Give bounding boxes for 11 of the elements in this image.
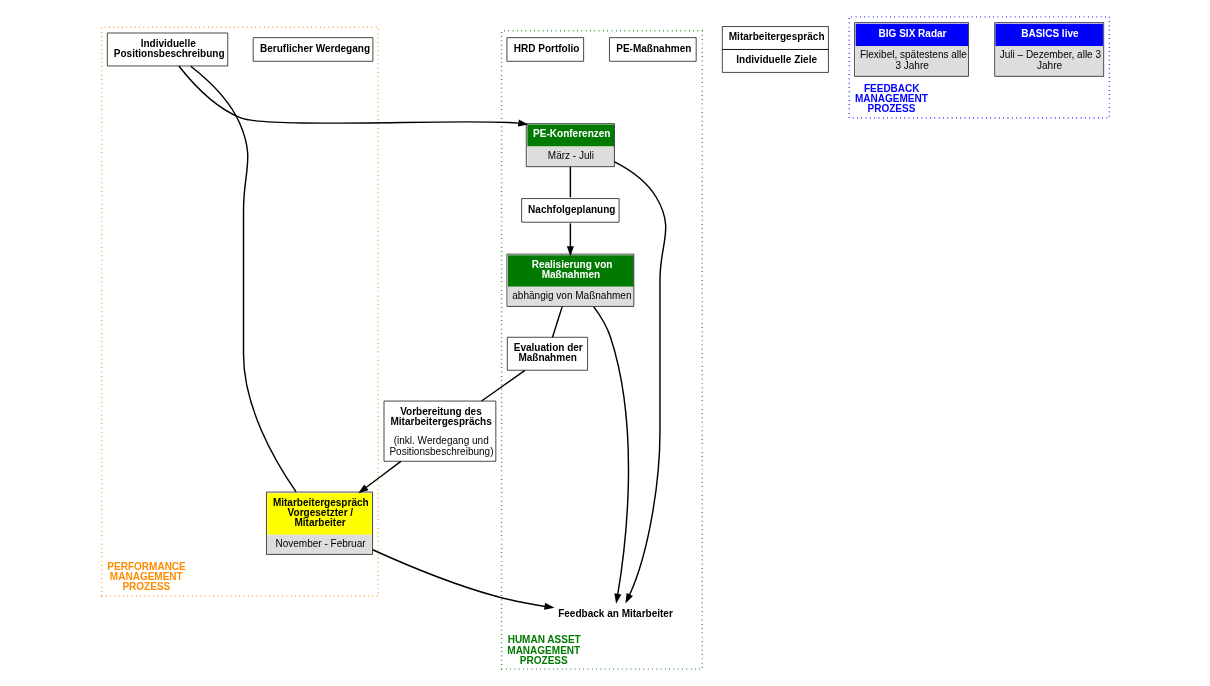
arrow bbox=[177, 65, 528, 127]
node-text: Feedback an Mitarbeiter bbox=[557, 607, 673, 619]
arrow bbox=[592, 305, 629, 604]
arrow bbox=[566, 222, 574, 257]
arrow bbox=[357, 460, 402, 494]
arrow bbox=[613, 161, 666, 604]
connector bbox=[480, 369, 526, 402]
arrow bbox=[371, 549, 554, 610]
connector bbox=[551, 305, 563, 338]
connector bbox=[189, 65, 297, 493]
connector bbox=[569, 166, 571, 199]
